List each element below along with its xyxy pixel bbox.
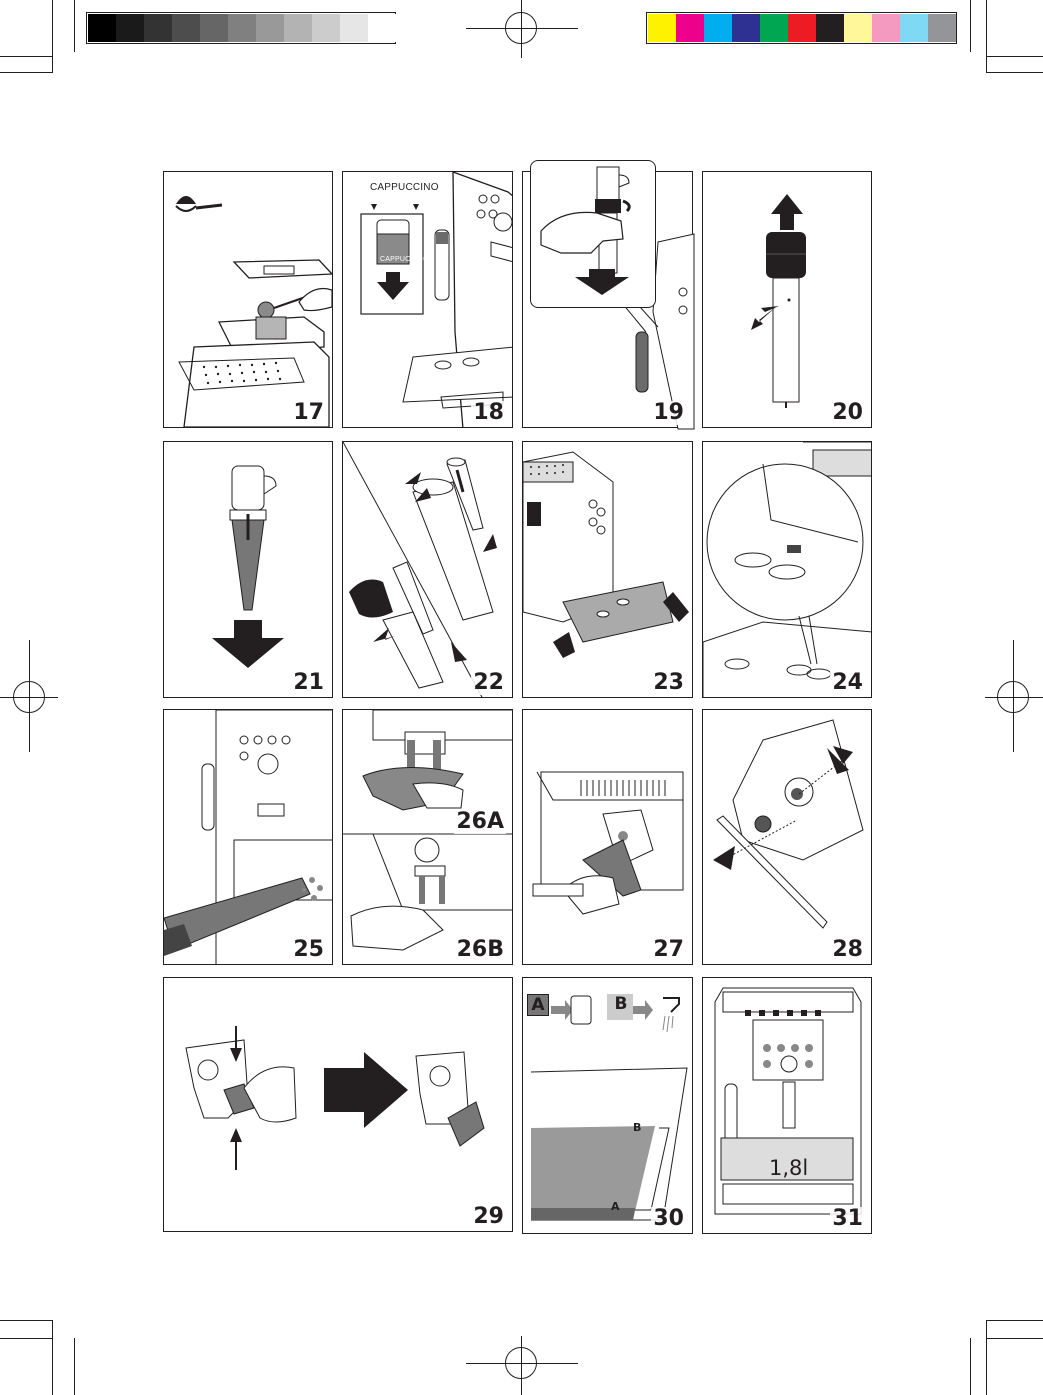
panel-number: 28 — [830, 938, 865, 962]
gray-bar-swatch — [256, 14, 284, 42]
clean-boiler-illustration — [523, 710, 693, 965]
panel-23-drip-tray: 23 — [522, 441, 693, 698]
panel-22-nozzle-parts: 22 — [342, 441, 513, 698]
panel-number: 25 — [291, 938, 326, 962]
gray-bar-swatch — [144, 14, 172, 42]
panel-number: 27 — [651, 938, 686, 962]
vacuum-clean-illustration — [164, 710, 333, 965]
panel-number: 17 — [291, 401, 326, 425]
coffee-scoop-illustration — [164, 172, 333, 428]
infuser-illustration — [703, 710, 872, 965]
gray-bar-swatch — [368, 14, 396, 42]
color-bar-swatch — [816, 14, 844, 42]
panel-number-26b: 26B — [455, 938, 506, 962]
panel-number: 24 — [830, 671, 865, 695]
gray-bar-swatch — [228, 14, 256, 42]
panel-31-water-tank: 1,8l 31 — [702, 977, 872, 1234]
volume-label: 1,8l — [769, 1156, 808, 1180]
panel-28-infuser: 28 — [702, 709, 872, 965]
color-bar-swatch — [704, 14, 732, 42]
panel-number: 22 — [471, 671, 506, 695]
panel-number: 18 — [471, 401, 506, 425]
drip-tray-illustration — [523, 442, 693, 698]
panel-27-clean-boiler: 27 — [522, 709, 693, 965]
panel-18-cappuccino-nozzle: CAPPUCCINO CAPPUCCINO 18 — [342, 171, 513, 428]
color-bar-swatch — [676, 14, 704, 42]
nozzle-pull-down-illustration — [164, 442, 333, 698]
panel-20-release-nozzle: 20 — [702, 171, 872, 428]
clean-spouts-illustration — [343, 710, 513, 965]
panel-30-water-hardness: A B B A 30 — [522, 977, 693, 1234]
panel-number: 29 — [471, 1205, 506, 1229]
color-bar-swatch — [732, 14, 760, 42]
panel-19-remove-nozzle: 19 — [522, 171, 693, 428]
color-bar-swatch — [648, 14, 676, 42]
panel-21-pull-down-nozzle: 21 — [163, 441, 333, 698]
panel-number: 19 — [651, 401, 686, 425]
tag-b: B — [610, 994, 632, 1016]
panel-24-float-indicator: 24 — [702, 441, 872, 698]
cappuccino-nozzle-illustration — [343, 172, 513, 428]
gray-bar-swatch — [284, 14, 312, 42]
gray-bar-swatch — [88, 14, 116, 42]
panel-number-26a: 26A — [454, 810, 506, 834]
water-tank-illustration — [703, 978, 872, 1234]
panel-number: 20 — [830, 401, 865, 425]
infuser-assembly-illustration — [164, 978, 513, 1232]
panel-number: 31 — [830, 1207, 865, 1231]
nozzle-pull-illustration — [703, 172, 872, 428]
panel-number: 30 — [651, 1207, 686, 1231]
panel-26-clean-spouts: 26A 26B — [342, 709, 513, 965]
level-a-label: A — [611, 1200, 620, 1213]
gray-bar-swatch — [312, 14, 340, 42]
nozzle-parts-illustration — [343, 442, 513, 698]
float-indicator-illustration — [703, 442, 872, 698]
panel-25-vacuum-clean: 25 — [163, 709, 333, 965]
nozzle-cappuccino-label: CAPPUCCINO — [380, 256, 429, 263]
gray-bar-swatch — [116, 14, 144, 42]
gray-bar-swatch — [200, 14, 228, 42]
water-level-illustration — [523, 978, 693, 1234]
gray-bar-swatch — [340, 14, 368, 42]
color-bar-swatch — [900, 14, 928, 42]
cappuccino-label: CAPPUCCINO — [370, 182, 439, 193]
panel-17-ground-coffee: 17 — [163, 171, 333, 428]
gray-bar-swatch — [172, 14, 200, 42]
panel-number: 23 — [651, 671, 686, 695]
nozzle-twist-illustration — [531, 161, 655, 307]
color-bar-swatch — [872, 14, 900, 42]
color-bar-swatch — [928, 14, 956, 42]
color-bar-swatch — [760, 14, 788, 42]
panel-number: 21 — [291, 671, 326, 695]
panel-29-infuser-assembly: 29 — [163, 977, 513, 1232]
level-b-label: B — [633, 1121, 641, 1134]
color-bar-swatch — [844, 14, 872, 42]
color-bar-swatch — [788, 14, 816, 42]
inset-frame — [530, 160, 656, 308]
